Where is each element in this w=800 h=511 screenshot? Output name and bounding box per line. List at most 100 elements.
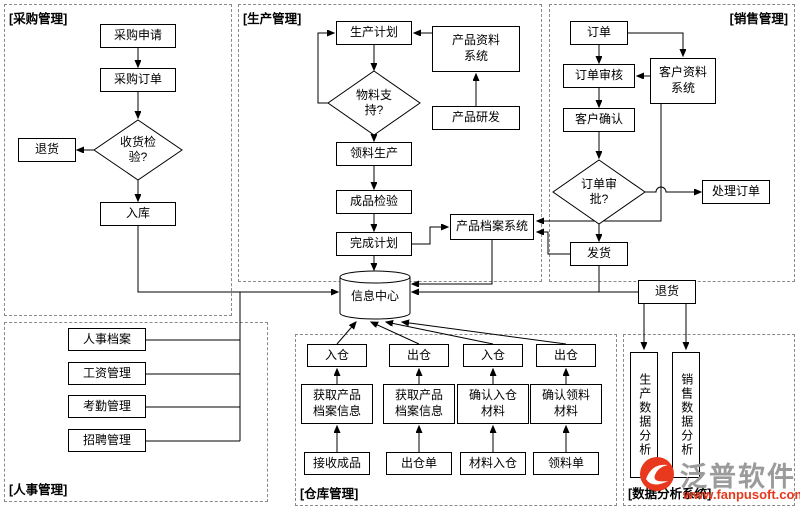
region-sales-label: [销售管理]: [729, 12, 788, 26]
arrow-order-to-customerdata: [628, 32, 683, 56]
node-product-archive-system-label: 产品档案系统: [455, 219, 528, 234]
node-stock-in-label: 入库: [125, 206, 150, 221]
node-purchase-return: 退货: [18, 138, 76, 162]
node-wh4-top-label: 出仓: [553, 347, 578, 362]
node-production-plan: 生产计划: [336, 21, 412, 45]
cylinder-info-center: [339, 277, 411, 320]
node-wh2-top-label: 出仓: [406, 347, 431, 362]
node-wh2-bottom-label: 出仓单: [400, 455, 437, 470]
arrow-wh1-top-infocenter: [336, 322, 356, 345]
node-purchase-return-label: 退货: [34, 142, 59, 157]
node-hr-attendance: 考勤管理: [68, 395, 146, 418]
diamond-order-approve: [552, 159, 646, 225]
node-purchase-order-label: 采购订单: [113, 72, 162, 87]
region-production-label: [生产管理]: [243, 12, 302, 26]
node-receive-check-label: 收货检验?: [119, 135, 156, 164]
node-wh2-mid: 获取产品档案信息: [383, 384, 455, 424]
diamond-receive-check: [93, 119, 183, 181]
node-sales-order: 订单: [570, 21, 628, 45]
node-product-rd-label: 产品研发: [451, 110, 500, 125]
node-sales-order-label: 订单: [586, 25, 611, 40]
node-order-approve-label: 订单审批?: [580, 177, 617, 206]
node-ship: 发货: [570, 242, 628, 266]
region-purchase-label: [采购管理]: [9, 12, 68, 26]
region-hr: [人事管理]: [4, 322, 268, 502]
node-wh4-mid-label: 确认领料材料: [541, 388, 590, 418]
node-wh4-mid: 确认领料材料: [530, 384, 602, 424]
watermark-brand: 泛普软件: [680, 462, 796, 492]
node-sales-return: 退货: [638, 280, 696, 304]
node-production-analysis: 生产数据分析: [630, 352, 658, 478]
node-wh3-top-label: 入仓: [480, 347, 505, 362]
arrow-approve-to-process: [645, 186, 701, 192]
region-analysis-label: [数据分析系统]: [628, 487, 712, 501]
node-customer-confirm-label: 客户确认: [574, 112, 623, 127]
node-wh4-bottom-label: 领料单: [547, 455, 584, 470]
node-product-rd: 产品研发: [432, 106, 520, 130]
node-wh2-top: 出仓: [389, 344, 449, 367]
node-receive-check: 收货检验?: [116, 135, 160, 165]
node-sales-return-label: 退货: [654, 284, 679, 299]
diamond-material-support: [327, 70, 421, 136]
node-wh1-bottom-label: 接收成品: [312, 455, 361, 470]
node-material-support: 物料支持?: [353, 88, 395, 118]
node-complete-plan: 完成计划: [336, 232, 412, 256]
arrow-material-loop-to-plan: [317, 33, 334, 104]
node-customer-data-system-label: 客户资料系统: [658, 65, 707, 95]
node-customer-data-system: 客户资料系统: [650, 58, 716, 104]
node-ship-label: 发货: [586, 246, 611, 261]
region-purchase: [采购管理]: [4, 4, 232, 316]
node-stock-in: 入库: [100, 202, 176, 226]
arrow-wh4-top-infocenter: [402, 322, 567, 345]
node-wh3-mid-label: 确认入仓材料: [468, 388, 517, 418]
node-order-approve: 订单审批?: [578, 177, 620, 207]
node-hr-archive: 人事档案: [68, 328, 146, 351]
node-hr-attendance-label: 考勤管理: [82, 398, 131, 413]
node-info-center-label: 信息中心: [350, 288, 399, 303]
node-wh1-mid: 获取产品档案信息: [301, 384, 373, 424]
node-wh3-mid: 确认入仓材料: [457, 384, 529, 424]
node-complete-plan-label: 完成计划: [349, 236, 398, 251]
node-product-archive-system: 产品档案系统: [450, 214, 534, 240]
arrow-archive-to-infocenter: [412, 240, 493, 284]
region-warehouse: [仓库管理]: [295, 334, 617, 506]
region-warehouse-label: [仓库管理]: [300, 487, 359, 501]
node-hr-archive-label: 人事档案: [82, 331, 131, 346]
node-product-data-system: 产品资料系统: [432, 26, 520, 72]
node-process-order: 处理订单: [702, 180, 770, 204]
node-info-center: 信息中心: [340, 287, 410, 305]
node-order-review-label: 订单审核: [574, 68, 623, 83]
arrow-ship-to-archive: [537, 232, 570, 255]
node-wh3-top: 入仓: [463, 344, 523, 367]
node-process-order-label: 处理订单: [711, 184, 760, 199]
node-finished-inspection: 成品检验: [336, 190, 412, 214]
node-production-plan-label: 生产计划: [349, 25, 398, 40]
node-picking-production-label: 领料生产: [349, 146, 398, 161]
watermark-url: www.fanpusoft.com: [683, 487, 800, 502]
node-wh1-mid-label: 获取产品档案信息: [312, 388, 361, 418]
arrow-customerdata-to-archive: [537, 104, 662, 221]
node-customer-confirm: 客户确认: [563, 108, 635, 132]
arrow-complete-to-archive: [412, 227, 448, 245]
node-purchase-request-label: 采购申请: [113, 28, 162, 43]
region-analysis: [数据分析系统]: [623, 334, 795, 506]
node-production-analysis-label: 生产数据分析: [637, 373, 652, 457]
node-wh4-top: 出仓: [536, 344, 596, 367]
node-wh2-bottom: 出仓单: [386, 452, 452, 475]
node-product-data-system-label: 产品资料系统: [451, 33, 500, 63]
node-hr-salary-label: 工资管理: [82, 365, 131, 380]
cylinder-info-center-top: [339, 270, 411, 284]
node-wh1-bottom: 接收成品: [304, 452, 370, 475]
fanpu-logo-icon: [640, 457, 674, 491]
node-wh2-mid-label: 获取产品档案信息: [394, 388, 443, 418]
arrow-wh3-top-infocenter: [386, 322, 494, 345]
node-purchase-order: 采购订单: [100, 68, 176, 92]
node-wh3-bottom: 材料入仓: [460, 452, 526, 475]
node-finished-inspection-label: 成品检验: [349, 194, 398, 209]
node-wh1-top-label: 入仓: [324, 347, 349, 362]
node-purchase-request: 采购申请: [100, 24, 176, 48]
node-sales-analysis: 销售数据分析: [672, 352, 700, 478]
node-wh3-bottom-label: 材料入仓: [468, 455, 517, 470]
